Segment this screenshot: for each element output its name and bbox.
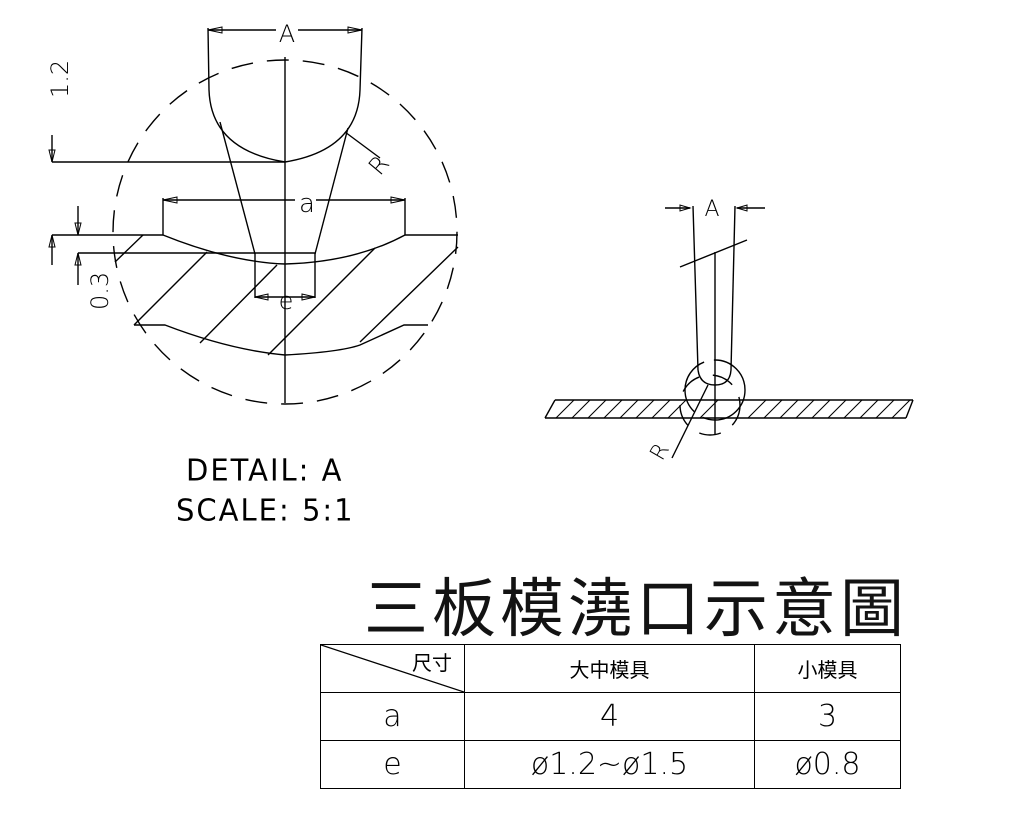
- row-label: e: [320, 740, 465, 789]
- dim-1-2-label: 1.2: [46, 60, 74, 98]
- detail-caption: DETAIL: A SCALE: 5:1: [176, 450, 355, 530]
- row-label: a: [320, 692, 465, 741]
- side-dim-A-label: A: [704, 197, 719, 222]
- corner-header-label: 尺寸: [412, 651, 452, 675]
- dim-a-label: a: [299, 189, 315, 219]
- dim-A-label: A: [279, 20, 295, 48]
- dimension-table: 尺寸 大中模具 小模具 a 4 3 e ø1.2~ø1.5 ø0.8: [320, 644, 901, 789]
- dim-e-label: e: [279, 287, 294, 315]
- column-header-large-mold: 大中模具: [464, 644, 755, 693]
- side-view: A R: [544, 197, 914, 465]
- dim-R-label: R: [363, 150, 395, 181]
- corner-header-cell: 尺寸: [320, 644, 465, 693]
- cell-value: ø1.2~ø1.5: [464, 740, 755, 789]
- cell-value: 4: [464, 692, 755, 741]
- cell-value: ø0.8: [754, 740, 901, 789]
- scale-label: SCALE: 5:1: [176, 492, 355, 528]
- table-row: e ø1.2~ø1.5 ø0.8: [320, 740, 901, 789]
- dim-0-3-label: 0.3: [86, 272, 114, 310]
- diagonal-line: [321, 645, 464, 692]
- side-dim-R-label: R: [646, 439, 675, 465]
- table-row: a 4 3: [320, 692, 901, 741]
- drawing-title: 三板模澆口示意圖: [364, 573, 908, 647]
- detail-view: A R 1.2 a 0.3: [46, 20, 459, 405]
- cell-value: 3: [754, 692, 901, 741]
- table-header-row: 尺寸 大中模具 小模具: [320, 644, 901, 693]
- column-header-small-mold: 小模具: [754, 644, 901, 693]
- detail-label: DETAIL: A: [186, 452, 344, 488]
